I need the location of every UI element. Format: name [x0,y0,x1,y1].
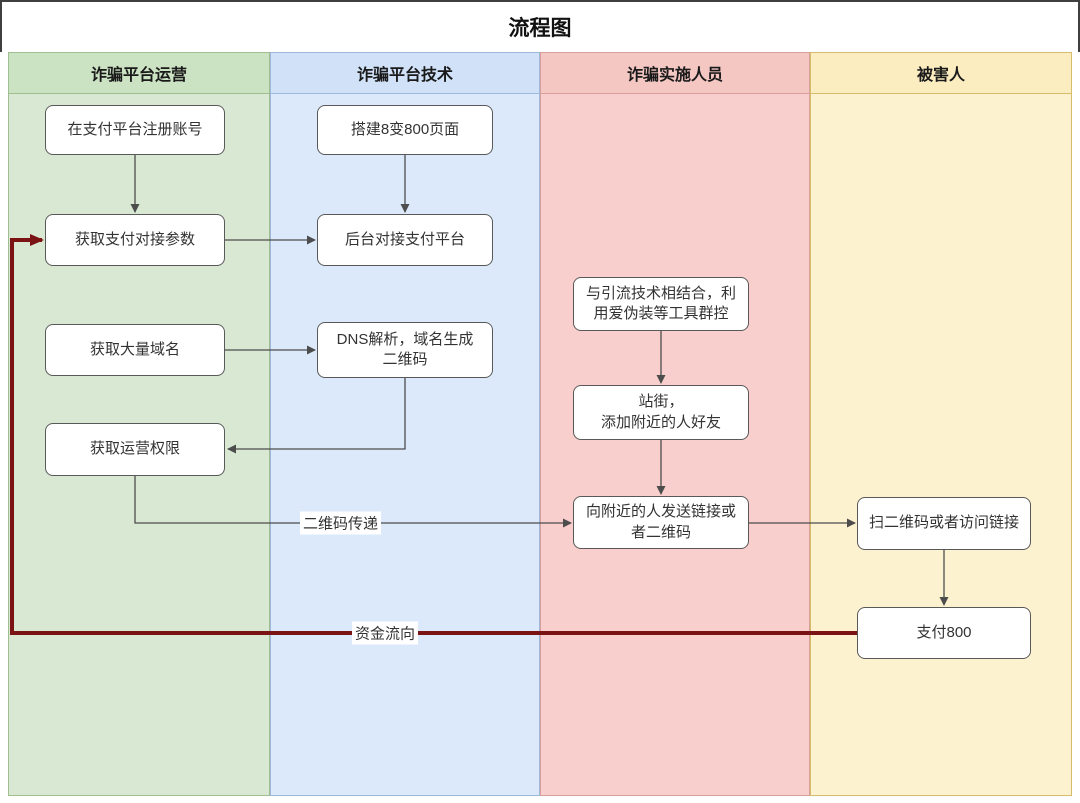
lane-header-technology: 诈骗平台技术 [271,53,539,94]
lane-victim: 被害人 [810,52,1072,796]
edge-label-money-flow: 资金流向 [352,621,419,645]
edge-label-qr-transfer: 二维码传递 [300,511,382,535]
lane-header-performer: 诈骗实施人员 [541,53,809,94]
node-get-payment-params: 获取支付对接参数 [45,214,225,266]
lane-title: 诈骗平台技术 [356,67,453,84]
lane-technology: 诈骗平台技术 [270,52,540,796]
node-send-link-qrcode: 向附近的人发送链接或 者二维码 [573,496,749,549]
node-traffic-group-control: 与引流技术相结合，利 用爱伪装等工具群控 [573,277,749,331]
lane-title: 被害人 [916,67,965,84]
lane-header-operator: 诈骗平台运营 [9,53,269,94]
flowchart-title-band: 流程图 [0,0,1080,52]
node-get-domains: 获取大量域名 [45,324,225,376]
node-pay-800: 支付800 [857,607,1031,659]
node-get-ops-permission: 获取运营权限 [45,423,225,476]
node-scan-or-visit: 扫二维码或者访问链接 [857,497,1031,550]
node-street-add-nearby: 站街， 添加附近的人好友 [573,385,749,440]
node-backend-payment-connect: 后台对接支付平台 [317,214,493,266]
lane-title: 诈骗实施人员 [626,67,723,84]
node-build-8to800-page: 搭建8变800页面 [317,105,493,155]
node-register-account: 在支付平台注册账号 [45,105,225,155]
lane-header-victim: 被害人 [811,53,1071,94]
page-title: 流程图 [508,17,572,40]
lane-title: 诈骗平台运营 [90,67,187,84]
node-dns-qrcode: DNS解析，域名生成 二维码 [317,322,493,378]
